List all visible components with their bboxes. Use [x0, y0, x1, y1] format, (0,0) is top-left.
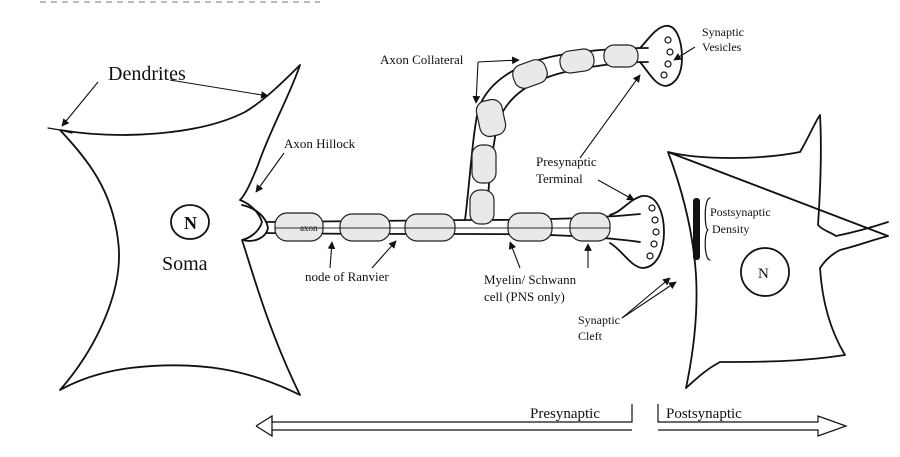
- axon-collateral-inner: [486, 61, 649, 221]
- label-axon: axon: [300, 223, 318, 233]
- myelin-sheath: [469, 189, 495, 225]
- postsynaptic-direction-arrow: [657, 404, 848, 437]
- label-postsynaptic-density-1: Postsynaptic: [710, 205, 771, 219]
- label-synaptic-cleft-2: Cleft: [578, 329, 603, 343]
- label-synaptic-vesicles-2: Vesicles: [702, 40, 742, 54]
- synaptic-vesicle: [664, 36, 672, 44]
- myelin-sheath: [475, 98, 507, 138]
- myelin-sheath: [512, 59, 548, 89]
- label-nucleus: N: [184, 213, 197, 233]
- synaptic-vesicle: [650, 240, 658, 248]
- myelin-sheath: [507, 212, 553, 242]
- label-soma: Soma: [162, 253, 208, 275]
- postsynaptic-nucleus: [740, 247, 790, 297]
- label-dendrites: Dendrites: [108, 63, 186, 85]
- label-postsynaptic-density-2: Density: [712, 222, 749, 236]
- label-axon-hillock: Axon Hillock: [284, 136, 356, 151]
- label-presynaptic: Presynaptic: [530, 406, 600, 422]
- synaptic-vesicle: [646, 252, 654, 260]
- axon-hillock: [241, 204, 269, 242]
- postsynaptic-cell-outline: [667, 114, 889, 389]
- label-myelin-2: cell (PNS only): [484, 289, 565, 304]
- presynaptic-direction-arrow: [255, 404, 633, 438]
- nucleus: [170, 204, 210, 240]
- label-presynaptic-terminal-1: Presynaptic: [536, 154, 597, 169]
- synaptic-vesicle: [652, 228, 660, 236]
- myelin-sheath: [603, 44, 639, 68]
- soma-outline: [59, 64, 301, 396]
- myelin-sheath: [274, 212, 324, 242]
- synaptic-vesicle: [648, 204, 656, 212]
- lower-terminal: [609, 195, 665, 269]
- myelin-sheath: [569, 212, 611, 242]
- label-synaptic-vesicles-1: Synaptic: [702, 25, 744, 39]
- synaptic-vesicle: [666, 48, 674, 56]
- label-node-of-ranvier: node of Ranvier: [305, 269, 389, 284]
- synaptic-vesicle: [660, 71, 668, 79]
- axon-collateral-outer: [464, 47, 649, 221]
- label-presynaptic-terminal-2: Terminal: [536, 171, 583, 186]
- label-postsynaptic: Postsynaptic: [666, 406, 742, 422]
- label-axon-collateral: Axon Collateral: [380, 52, 464, 67]
- synaptic-vesicle: [651, 216, 659, 224]
- synaptic-vesicle: [664, 60, 672, 68]
- label-synaptic-cleft-1: Synaptic: [578, 313, 620, 327]
- label-post-nucleus: N: [758, 266, 769, 282]
- myelin-sheath: [471, 144, 497, 184]
- label-myelin-1: Myelin/ Schwann: [484, 272, 577, 287]
- upper-terminal: [639, 25, 683, 87]
- myelin-sheath: [559, 48, 595, 74]
- postsynaptic-density: [693, 198, 700, 260]
- dendrite-tip-left: [47, 127, 73, 134]
- density-brace: [704, 197, 711, 261]
